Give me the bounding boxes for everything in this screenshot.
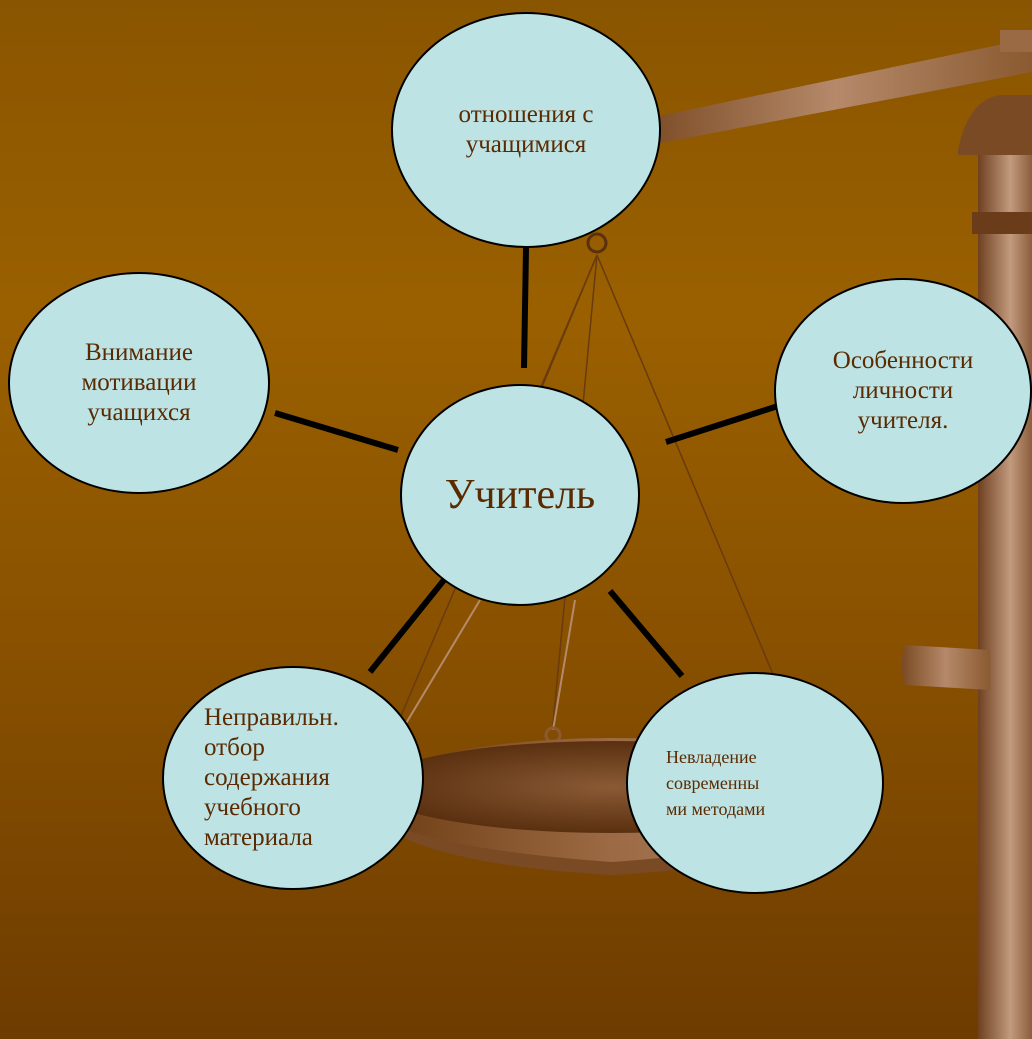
connector-bottom-right [607,589,685,678]
node-student-motivation-label: Внимание мотивации учащихся [81,339,197,426]
node-modern-methods-label: Невладение современны ми методами [666,747,766,819]
node-content-selection: Неправильн. отбор содержания учебного ма… [162,666,424,890]
scale-pole [958,95,1032,1039]
scale-hook [586,232,608,254]
connector-bottom-left [367,578,447,674]
scale-arm [901,645,990,690]
scale-beam [640,30,1032,145]
node-teacher-center-label: Учитель [444,472,596,518]
node-relations-with-students: отношения с учащимися [391,12,661,248]
connector-left [274,410,399,453]
node-content-selection-label: Неправильн. отбор содержания учебного ма… [204,704,339,851]
node-teacher-personality-label: Особенности личности учителя. [832,347,974,434]
connector-right [665,403,779,445]
node-teacher-center: Учитель [400,384,640,606]
node-student-motivation: Внимание мотивации учащихся [8,272,270,494]
node-modern-methods: Невладение современны ми методами [626,672,884,894]
connector-top [521,247,529,369]
node-teacher-personality: Особенности личности учителя. [774,278,1032,504]
node-relations-with-students-label: отношения с учащимися [458,101,594,158]
connector-lines [274,247,779,678]
